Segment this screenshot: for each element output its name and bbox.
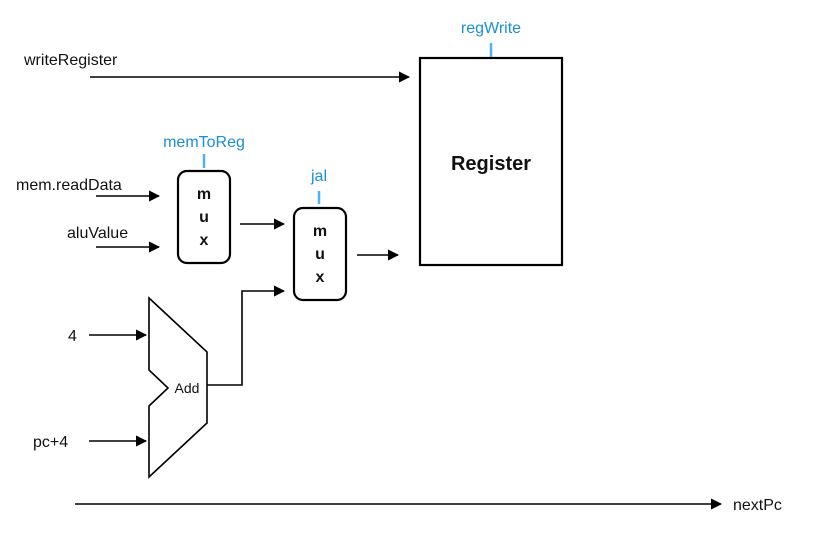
reg-write-label: regWrite <box>461 20 521 37</box>
jal-label: jal <box>310 168 327 185</box>
mux1-letter-m: m <box>197 186 211 203</box>
mux2-letter-m: m <box>313 223 327 240</box>
mux-jal <box>292 206 348 302</box>
pc-plus-4-label: pc+4 <box>33 434 68 451</box>
next-pc-label: nextPc <box>733 497 782 514</box>
mux-mem-to-reg <box>176 169 232 265</box>
mem-read-data-label: mem.readData <box>16 177 122 194</box>
mem-to-reg-label: memToReg <box>163 134 245 151</box>
write-register-label: writeRegister <box>23 52 118 69</box>
mux2-letter-x: x <box>316 269 325 286</box>
adder-label: Add <box>175 380 200 396</box>
register-label: Register <box>451 153 531 175</box>
four-label: 4 <box>68 328 77 345</box>
adder-to-mux2-wire <box>207 285 286 386</box>
mux1-letter-x: x <box>200 232 209 249</box>
mux2-letter-u: u <box>315 246 325 263</box>
register-block <box>418 56 564 267</box>
adder-block <box>148 296 208 479</box>
mux1-letter-u: u <box>199 209 209 226</box>
alu-value-label: aluValue <box>67 225 128 242</box>
